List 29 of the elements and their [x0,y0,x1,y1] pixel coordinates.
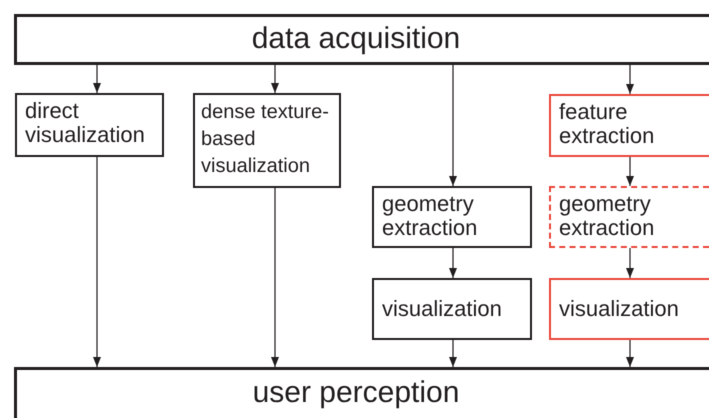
node-label: geometry extraction [382,192,478,240]
node-label: data acquisition [250,22,462,56]
node-label: geometry extraction [559,192,656,240]
node-label: dense texture-based visualization [201,100,330,179]
arrow [626,248,634,278]
arrow [271,188,279,367]
arrow [271,65,279,93]
process-box [372,186,532,248]
process-box [372,278,532,340]
process-box [549,94,709,157]
arrow [449,65,457,186]
arrow [626,65,634,94]
arrow [93,65,101,93]
arrow [93,157,101,367]
node-label: direct visualization [25,99,146,147]
arrow [449,248,457,278]
banner-box [14,367,709,418]
process-box [15,93,164,157]
arrow [449,340,457,367]
arrow [626,157,634,186]
process-box [549,278,709,340]
process-box [193,93,341,188]
banner-box [14,14,709,65]
arrow [626,340,634,367]
node-label: visualization [382,297,503,321]
process-box [549,186,709,248]
node-label: user perception [252,376,460,410]
node-label: visualization [559,297,680,321]
node-label: feature extraction [559,100,656,148]
